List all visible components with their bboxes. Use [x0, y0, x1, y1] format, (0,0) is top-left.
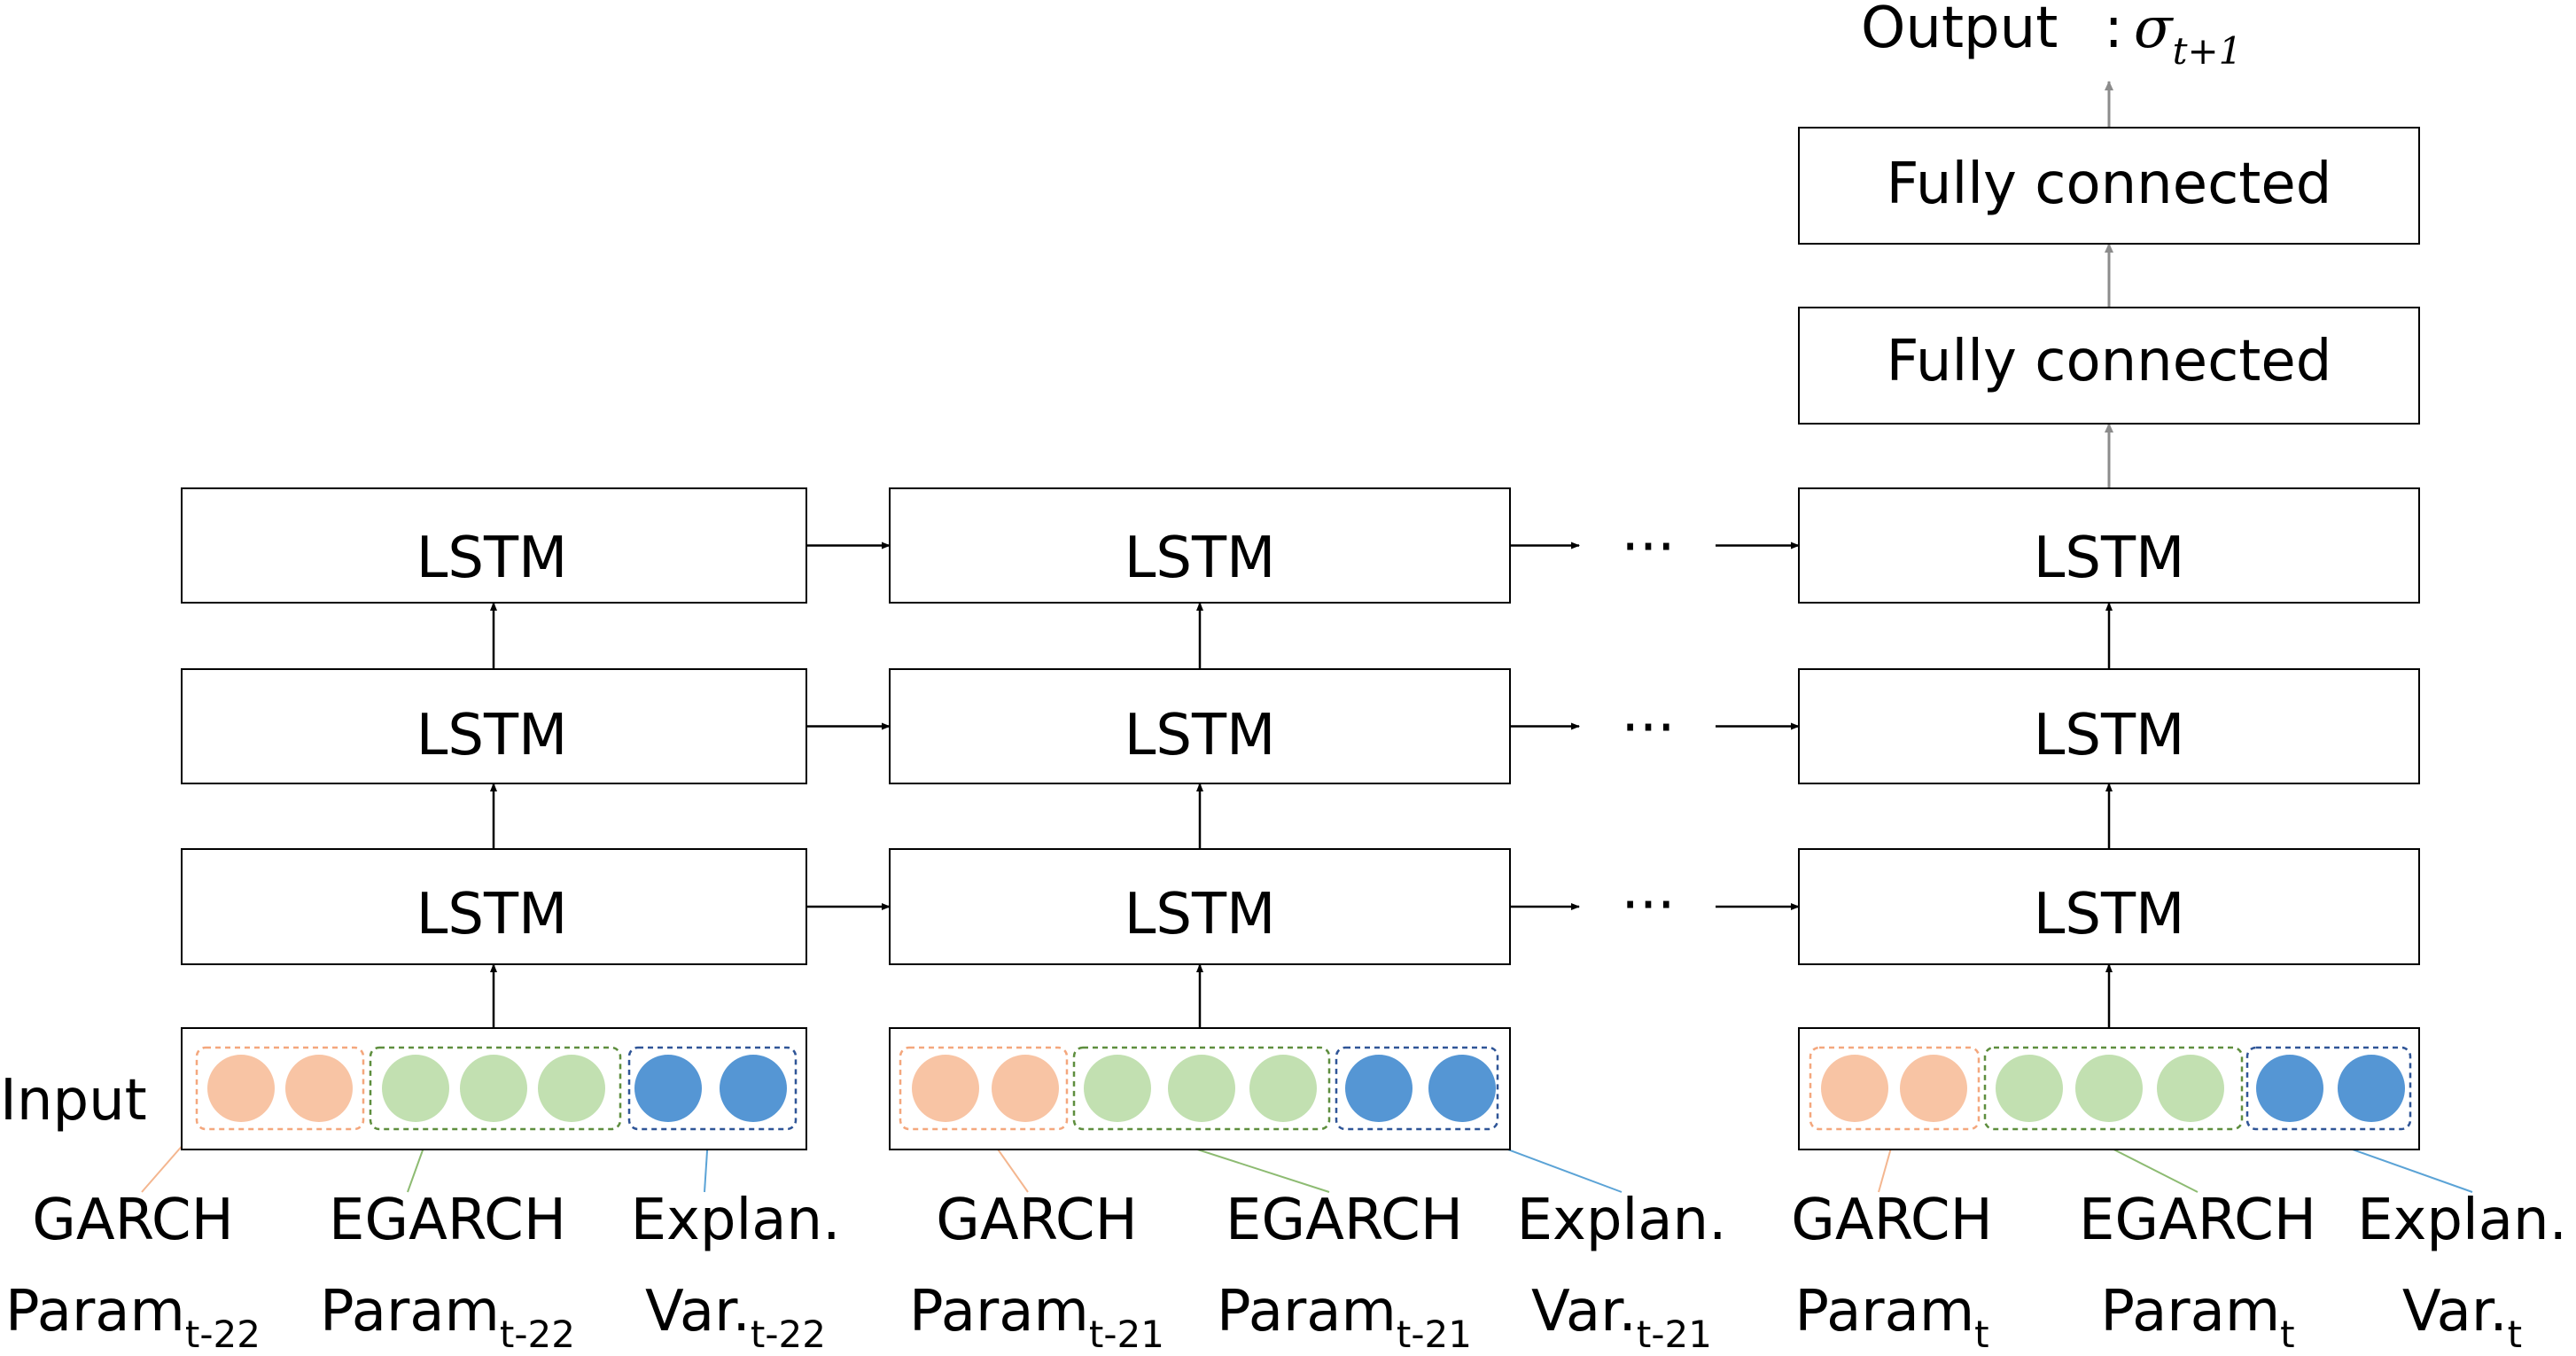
- garch-param-base: Param: [5, 1279, 185, 1344]
- garch-param-node: [992, 1055, 1059, 1122]
- garch-param-base: Param: [909, 1279, 1089, 1344]
- egarch-param-node: [1996, 1055, 2063, 1122]
- garch-group-t: [1809, 1046, 1981, 1131]
- lstm-label: LSTM: [416, 882, 568, 947]
- ellipsis: ···: [1621, 515, 1676, 581]
- explan-var-node: [720, 1055, 787, 1122]
- egarch-param-node: [382, 1055, 449, 1122]
- garch-group-t-21: [899, 1046, 1069, 1131]
- explan-var-t-21: Var.t-21: [1498, 1283, 1746, 1353]
- explan-var-node: [1428, 1055, 1496, 1122]
- lstm-box-middle-col2: [889, 668, 1511, 784]
- egarch-param-base: Param: [2100, 1279, 2281, 1344]
- egarch-param-node: [1084, 1055, 1151, 1122]
- explan-group-t-21: [1335, 1046, 1499, 1131]
- egarch-title-t: EGARCH: [2079, 1188, 2316, 1253]
- egarch-param-subscript: t-22: [499, 1312, 575, 1356]
- lstm-label: LSTM: [1124, 703, 1276, 768]
- garch-param-t-21: Paramt-21: [904, 1283, 1170, 1353]
- lstm-box-top-col1: [181, 487, 807, 604]
- explan-title-t: Explan.: [2357, 1188, 2567, 1253]
- egarch-title-t-22: EGARCH: [329, 1188, 566, 1253]
- egarch-param-node: [460, 1055, 527, 1122]
- garch-title-t-22: GARCH: [32, 1188, 234, 1253]
- explan-var-subscript: t-21: [1636, 1312, 1712, 1356]
- lstm-label: LSTM: [1124, 882, 1276, 947]
- egarch-param-t-22: Paramt-22: [310, 1283, 585, 1353]
- lstm-box-middle-col3: [1798, 668, 2420, 784]
- fully-connected-label-top: Fully connected: [1886, 152, 2332, 217]
- egarch-param-node: [2157, 1055, 2224, 1122]
- lstm-label: LSTM: [2033, 882, 2185, 947]
- lstm-box-middle-col1: [181, 668, 807, 784]
- lstm-label: LSTM: [2033, 526, 2185, 591]
- garch-param-node: [285, 1055, 353, 1122]
- explan-var-node: [2256, 1055, 2323, 1122]
- garch-group-t-22: [195, 1046, 365, 1131]
- explan-var-base: Var.: [645, 1279, 751, 1344]
- egarch-param-node: [2075, 1055, 2143, 1122]
- garch-title-t-21: GARCH: [936, 1188, 1138, 1253]
- lstm-label: LSTM: [2033, 703, 2185, 768]
- fully-connected-label-bottom: Fully connected: [1886, 329, 2332, 394]
- egarch-param-t-21: Paramt-21: [1207, 1283, 1482, 1353]
- lstm-box-bottom-col2: [889, 848, 1511, 965]
- garch-param-subscript: t: [1974, 1312, 1989, 1356]
- explan-group-t: [2245, 1046, 2412, 1131]
- garch-param-node: [1900, 1055, 1967, 1122]
- ellipsis: ···: [1621, 696, 1676, 761]
- explan-group-t-22: [627, 1046, 798, 1131]
- lstm-box-top-col3: [1798, 487, 2420, 604]
- egarch-param-node: [538, 1055, 605, 1122]
- explan-var-t-22: Var.t-22: [611, 1283, 860, 1353]
- lstm-box-top-col2: [889, 487, 1511, 604]
- explan-var-subscript: t: [2507, 1312, 2523, 1356]
- output-separator: :: [2104, 0, 2123, 61]
- lstm-label: LSTM: [416, 526, 568, 591]
- output-label: Output:σt+1: [1861, 0, 2322, 71]
- garch-param-subscript: t-22: [184, 1312, 261, 1356]
- egarch-param-t: Paramt: [2056, 1283, 2339, 1353]
- lstm-label: LSTM: [416, 703, 568, 768]
- egarch-param-subscript: t: [2280, 1312, 2295, 1356]
- output-text: Output: [1861, 0, 2058, 61]
- egarch-param-subscript: t-21: [1396, 1312, 1472, 1356]
- garch-param-t: Paramt: [1772, 1283, 2012, 1353]
- egarch-group-t: [1983, 1046, 2244, 1131]
- lstm-label: LSTM: [1124, 526, 1276, 591]
- egarch-title-t-21: EGARCH: [1226, 1188, 1463, 1253]
- fully-connected-box-top: [1798, 127, 2420, 245]
- garch-param-t-22: Paramt-22: [0, 1283, 266, 1353]
- lstm-box-bottom-col3: [1798, 848, 2420, 965]
- garch-param-node: [1821, 1055, 1888, 1122]
- garch-title-t: GARCH: [1791, 1188, 1993, 1253]
- explan-var-t: Var.t: [2348, 1283, 2576, 1353]
- explan-var-node: [2338, 1055, 2405, 1122]
- egarch-param-base: Param: [1217, 1279, 1397, 1344]
- explan-title-t-21: Explan.: [1516, 1188, 1727, 1253]
- garch-param-subscript: t-21: [1088, 1312, 1164, 1356]
- explan-var-base: Var.: [1531, 1279, 1637, 1344]
- garch-param-base: Param: [1794, 1279, 1975, 1344]
- egarch-param-node: [1249, 1055, 1317, 1122]
- explan-var-subscript: t-22: [750, 1312, 826, 1356]
- explan-var-node: [634, 1055, 702, 1122]
- fully-connected-box-bottom: [1798, 307, 2420, 425]
- garch-param-node: [912, 1055, 979, 1122]
- egarch-param-base: Param: [320, 1279, 500, 1344]
- explan-title-t-22: Explan.: [630, 1188, 841, 1253]
- output-subscript: t+1: [2172, 28, 2243, 73]
- ellipsis: ···: [1621, 873, 1676, 939]
- egarch-param-node: [1168, 1055, 1235, 1122]
- egarch-group-t-21: [1072, 1046, 1331, 1131]
- explan-var-base: Var.: [2401, 1279, 2508, 1344]
- garch-param-node: [207, 1055, 275, 1122]
- output-sigma: σ: [2133, 0, 2173, 61]
- lstm-box-bottom-col1: [181, 848, 807, 965]
- explan-var-node: [1345, 1055, 1413, 1122]
- input-label: Input: [0, 1068, 147, 1134]
- egarch-group-t-22: [369, 1046, 622, 1131]
